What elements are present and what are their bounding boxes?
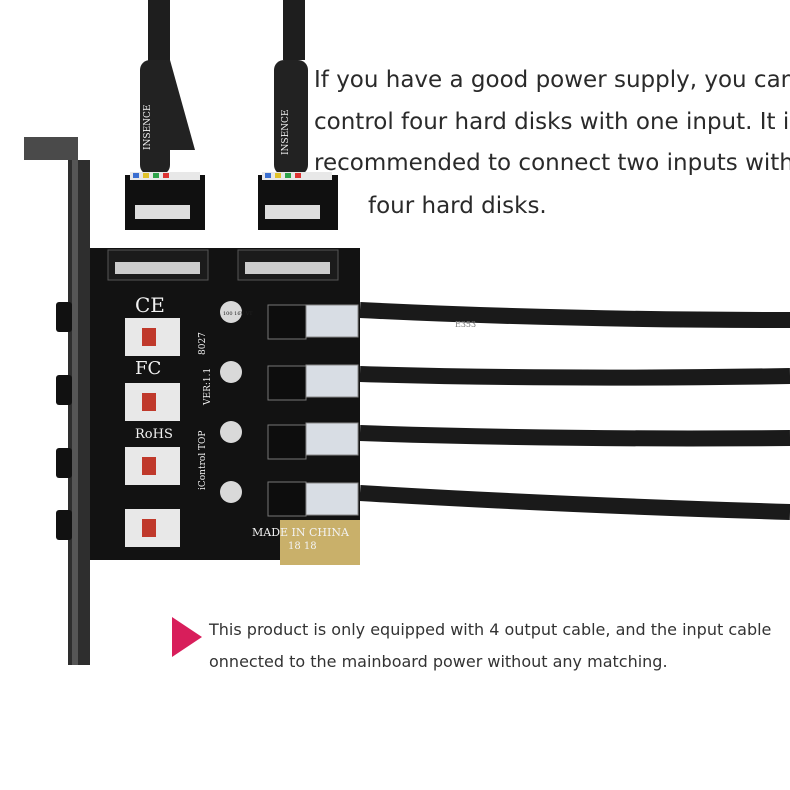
input-cable-print-left: INSENCE [143, 105, 153, 151]
model-label: iControl TOP [198, 431, 208, 491]
input-cables: INSENCE INSENCE [140, 0, 308, 175]
code-label: 8027 [198, 332, 208, 355]
caption-line-3: recommended to connect two inputs with [314, 150, 790, 176]
note-line-2: onnected to the mainboard power without … [209, 652, 668, 671]
output-cables: E353 [305, 302, 790, 520]
ce-mark: CE [135, 293, 165, 317]
input-connectors [125, 172, 338, 230]
caption-line-2: control four hard disks with one input. … [314, 109, 790, 135]
made-in-label: MADE IN CHINA [252, 526, 350, 539]
pci-bracket [24, 137, 90, 665]
note-line-1: This product is only equipped with 4 out… [209, 620, 772, 639]
rohs-mark: RoHS [135, 427, 173, 442]
pcb-board: CE FC RoHS MADE IN CHINA 18 18 iControl … [90, 248, 360, 565]
capacitor-label: 100 16V VT [223, 311, 253, 317]
input-cable-print-right: INSENCE [281, 110, 291, 156]
fc-mark: FC [135, 358, 161, 379]
date-code: 18 18 [288, 541, 317, 552]
output-cable-print: E353 [455, 320, 476, 329]
triangle-marker-icon [172, 617, 202, 657]
caption-line-4: four hard disks. [368, 193, 547, 219]
caption-line-1: If you have a good power supply, you can [314, 67, 790, 93]
version-label: VER:1.1 [203, 368, 213, 406]
